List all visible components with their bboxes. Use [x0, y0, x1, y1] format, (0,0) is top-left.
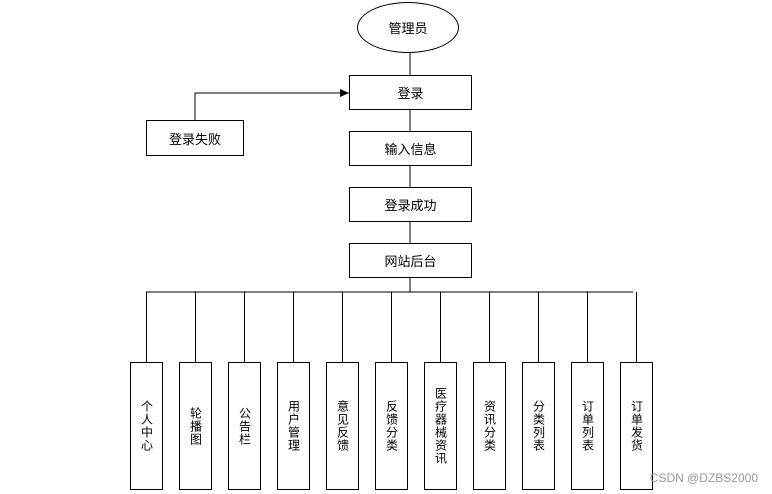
module-node: 资讯分类 [473, 362, 506, 490]
module-node: 订单列表 [571, 362, 604, 490]
login-success-node: 登录成功 [349, 187, 472, 222]
module-drops [146, 292, 637, 362]
login-node: 登录 [349, 75, 472, 110]
module-node: 用户管理 [277, 362, 310, 490]
module-node: 医疗器械资讯 [424, 362, 457, 490]
watermark-text: CSDN @DZBS2000 [649, 471, 758, 485]
module-node: 反馈分类 [375, 362, 408, 490]
module-node: 意见反馈 [326, 362, 359, 490]
edge-fail-to-login [194, 89, 349, 120]
module-node: 公告栏 [228, 362, 261, 490]
module-node: 个人中心 [130, 362, 163, 490]
input-info-node: 输入信息 [349, 131, 472, 166]
module-node: 订单发货 [620, 362, 653, 490]
actor-admin-node: 管理员 [357, 2, 459, 53]
module-node: 分类列表 [522, 362, 555, 490]
module-node: 轮播图 [179, 362, 212, 490]
login-fail-node: 登录失败 [146, 120, 244, 156]
backend-node: 网站后台 [349, 243, 472, 278]
